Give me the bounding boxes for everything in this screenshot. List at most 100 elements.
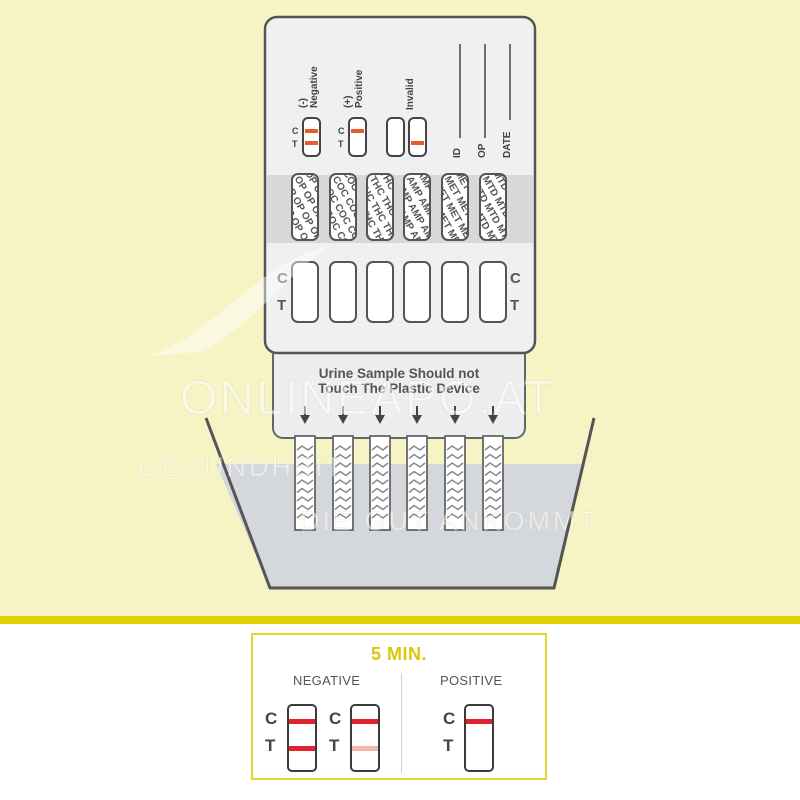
dip-strips — [294, 435, 504, 531]
wave-mark — [334, 513, 352, 519]
pos-c-letter: C — [443, 709, 456, 728]
wave-mark — [334, 496, 352, 502]
wave-mark — [446, 453, 464, 460]
wave-mark — [296, 504, 314, 511]
divider-line — [0, 616, 800, 624]
wave-mark — [484, 453, 502, 460]
down-arrow-icon — [450, 406, 460, 424]
dip-strip-6 — [482, 435, 504, 531]
dip-arrows — [300, 406, 498, 424]
wave-mark — [446, 479, 464, 485]
wave-mark — [334, 445, 352, 451]
wave-mark — [296, 479, 314, 485]
dip-strip-3 — [369, 435, 391, 531]
result-window-2 — [329, 261, 357, 323]
wave-mark — [408, 513, 426, 519]
dip-strip-5 — [444, 435, 466, 531]
wave-mark — [371, 453, 389, 460]
dip-strip-2 — [332, 435, 354, 531]
watermark: ONLINEAPO.AT GESUNDHEIT DIE GUT ANKOMMT. — [138, 246, 603, 536]
drug-label-coc: COC COC COC COC COC COC COC COC COC COC … — [329, 173, 357, 241]
wave-mark — [334, 453, 352, 460]
wave-mark — [296, 470, 314, 477]
device-t-right: T — [510, 297, 519, 314]
wave-mark — [484, 513, 502, 519]
svg-text:T: T — [338, 139, 344, 149]
wave-mark — [484, 487, 502, 494]
wave-mark — [296, 445, 314, 451]
result-time: 5 MIN. — [370, 644, 427, 664]
wave-mark — [371, 445, 389, 451]
svg-text:T: T — [292, 139, 298, 149]
wave-mark — [446, 470, 464, 477]
negative-example-2 — [350, 704, 380, 772]
wave-mark — [408, 496, 426, 502]
wave-mark — [484, 470, 502, 477]
dip-strip-4 — [406, 435, 428, 531]
wave-mark — [371, 470, 389, 477]
wave-mark — [371, 479, 389, 485]
wave-mark — [484, 462, 502, 468]
drug-labels: OP OP OP OP OP OP OP OP OP OP OP OP OP O… — [291, 173, 507, 241]
wave-mark — [334, 462, 352, 468]
drug-label-mtd: MTD MTD MTD MTD MTD MTD MTD MTD MTD MTD … — [479, 173, 507, 241]
result-window-3 — [366, 261, 394, 323]
wave-mark — [296, 487, 314, 494]
result-window-6 — [479, 261, 507, 323]
svg-text:C: C — [292, 126, 299, 136]
wave-mark — [296, 513, 314, 519]
wave-mark — [408, 462, 426, 468]
control-band — [466, 719, 492, 724]
wave-mark — [296, 462, 314, 468]
wave-mark — [296, 496, 314, 502]
dip-strip-1 — [294, 435, 316, 531]
down-arrow-icon — [412, 406, 422, 424]
faint-test-band — [352, 746, 378, 751]
wave-mark — [446, 487, 464, 494]
down-arrow-icon — [338, 406, 348, 424]
cup-outline — [204, 417, 596, 590]
wave-mark — [334, 479, 352, 485]
control-band — [289, 719, 315, 724]
wave-mark — [446, 513, 464, 519]
id-field-label: ID — [452, 148, 463, 158]
neg1-t-letter: T — [265, 736, 276, 755]
negative-legend-window: C T — [292, 117, 321, 157]
negative-heading: NEGATIVE — [293, 673, 361, 688]
device-c-left: C — [277, 270, 288, 287]
pos-t-letter: T — [443, 736, 454, 755]
device-t-left: T — [277, 297, 286, 314]
op-field-label: OP — [477, 143, 488, 158]
wave-mark — [371, 513, 389, 519]
wave-mark — [408, 504, 426, 511]
drug-label-op: OP OP OP OP OP OP OP OP OP OP OP OP OP O… — [291, 173, 319, 241]
device-c-right: C — [510, 270, 521, 287]
wave-mark — [334, 470, 352, 477]
svg-text:C: C — [338, 126, 345, 136]
result-windows — [291, 261, 507, 323]
wave-mark — [371, 462, 389, 468]
wave-mark — [408, 453, 426, 460]
drug-label-thc: THC THC THC THC THC THC THC THC THC THC … — [366, 173, 394, 241]
result-legend: 5 MIN. NEGATIVE POSITIVE C T C T C T — [251, 633, 547, 780]
test-band — [289, 746, 315, 751]
drug-label-amp: AMP AMP AMP AMP AMP AMP AMP AMP AMP AMP … — [403, 173, 431, 241]
wave-mark — [334, 487, 352, 494]
wave-mark — [296, 453, 314, 460]
drug-label-met: MET MET MET MET MET MET MET MET MET MET … — [441, 173, 469, 241]
result-window-5 — [441, 261, 469, 323]
wave-mark — [371, 496, 389, 502]
positive-legend-window: C T — [338, 117, 367, 157]
invalid-legend-label: Invalid — [405, 78, 416, 110]
test-device-diagram: Urine Sample Should not Touch The Plasti… — [138, 15, 603, 590]
positive-heading: POSITIVE — [440, 673, 503, 688]
wave-mark — [371, 504, 389, 511]
result-window-4 — [403, 261, 431, 323]
record-fields: ID OP DATE — [452, 44, 513, 158]
wave-mark — [446, 504, 464, 511]
wave-mark — [408, 487, 426, 494]
control-band — [352, 719, 378, 724]
positive-legend-label: (+)Positive — [343, 69, 365, 108]
positive-example — [464, 704, 494, 772]
